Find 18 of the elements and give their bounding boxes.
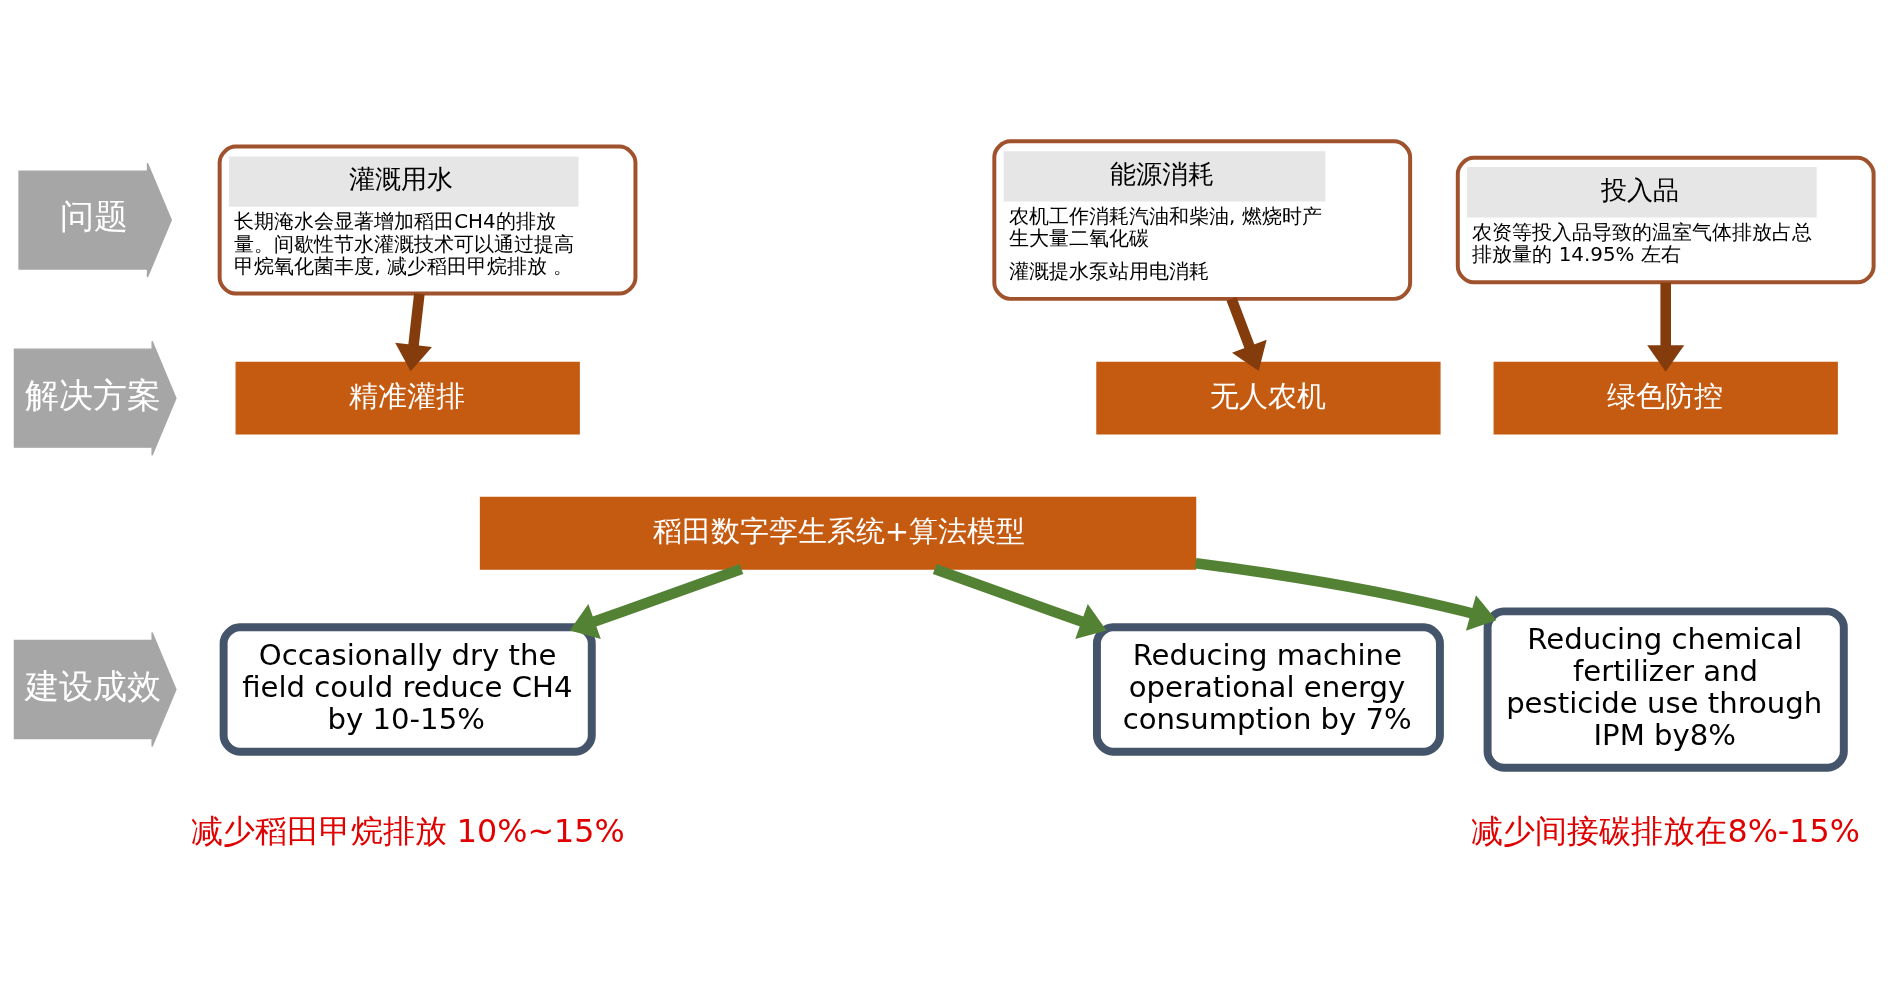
arrow (569, 563, 744, 639)
arrow (395, 292, 432, 371)
node-box: 灌溉用水 长期淹水会显著增加稻田CH4的排放量。间歇性节水灌溉技术可以通过提高甲烷氧化菌丰度, 减少稻田甲烷排放 。 (217, 144, 638, 296)
label: 减少间接碳排放在8%-15% (1471, 812, 1860, 849)
arrow (1194, 557, 1497, 631)
arrow (1647, 282, 1685, 372)
node-box: 绿色防控 (1493, 361, 1838, 435)
arrow (932, 563, 1107, 639)
node-box: 无人农机 (1096, 361, 1441, 435)
node-box: 精准灌排 (235, 361, 580, 435)
node-box: 投入品 农资等投入品导致的温室气体排放占总排放量的 14.95% 左右 (1455, 155, 1876, 284)
label: 减少稻田甲烷排放 10%~15% (190, 812, 625, 849)
node-box: Occasionally dry the field could reduce CH4 by 10-15% (219, 622, 596, 756)
node-box: Reducing machine operational energy consumption by 7% (1092, 622, 1444, 756)
node-box: 能源消耗 农机工作消耗汽油和柴油, 燃烧时产生大量二氧化碳 灌溉提水泵站用电消耗 (992, 138, 1413, 301)
node-box: Reducing chemical fertilizer and pesticide use through IPM by8% (1483, 606, 1848, 772)
arrow (1226, 296, 1267, 371)
node-box: 稻田数字孪生系统+算法模型 (479, 496, 1197, 570)
